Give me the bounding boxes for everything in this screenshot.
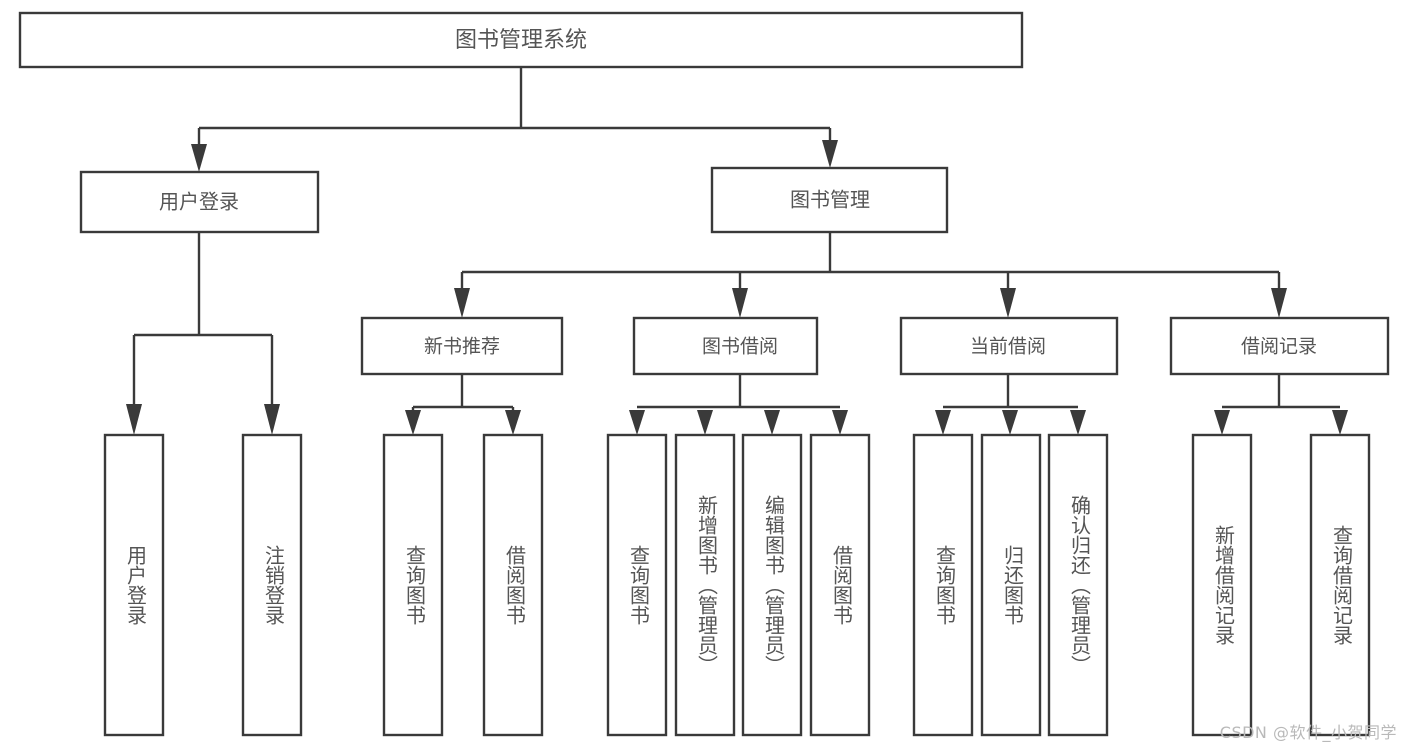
book-management-label: 图书管理 xyxy=(790,188,870,212)
leaf-box xyxy=(1191,433,1253,737)
arrow-user-login-leaf-1 xyxy=(126,404,142,435)
leaf-label: 借阅图书 xyxy=(830,545,854,625)
new-book-recommend-box xyxy=(360,316,564,376)
arrow-borrow-record-leaf-2 xyxy=(1332,410,1348,435)
borrow-record-box xyxy=(1169,316,1390,376)
leaf-label: 查询图书 xyxy=(933,545,957,625)
leaf-user-login-logout[interactable]: 注销登录 xyxy=(241,433,303,737)
arrow-book-manage-child-2 xyxy=(732,288,748,318)
root-box xyxy=(18,11,1024,69)
leaf-book-borrow-borrow[interactable]: 借阅图书 xyxy=(809,433,871,737)
leaf-label: 编辑图书（管理员） xyxy=(762,495,786,675)
arrow-user-login-leaf-2 xyxy=(264,404,280,435)
leaf-label: 新增图书（管理员） xyxy=(695,495,719,675)
leaf-label: 新增借阅记录 xyxy=(1212,525,1236,645)
user-login-label: 用户登录 xyxy=(159,190,239,214)
leaf-box xyxy=(809,433,871,737)
leaf-box xyxy=(1309,433,1371,737)
new-book-recommend-label: 新书推荐 xyxy=(424,336,500,358)
leaf-new-book-query[interactable]: 查询图书 xyxy=(382,433,444,737)
leaf-label: 用户登录 xyxy=(124,545,148,625)
node-borrow-record[interactable]: 借阅记录 xyxy=(1169,316,1390,376)
leaf-new-book-borrow[interactable]: 借阅图书 xyxy=(482,433,544,737)
leaf-box xyxy=(241,433,303,737)
node-current-borrow[interactable]: 当前借阅 xyxy=(899,316,1119,376)
leaf-box xyxy=(1047,433,1109,737)
arrow-root-to-book-manage xyxy=(822,140,838,168)
leaf-box xyxy=(741,433,803,737)
leaf-label: 注销登录 xyxy=(262,545,286,625)
leaf-current-borrow-query[interactable]: 查询图书 xyxy=(912,433,974,737)
node-book-management[interactable]: 图书管理 xyxy=(710,166,949,234)
book-management-box xyxy=(710,166,949,234)
arrow-book-borrow-leaf-2 xyxy=(697,410,713,435)
leaf-box xyxy=(912,433,974,737)
leaf-box xyxy=(980,433,1042,737)
leaf-box xyxy=(606,433,668,737)
leaf-box xyxy=(482,433,544,737)
connector-layer xyxy=(126,67,1348,435)
arrow-root-to-user-login xyxy=(191,144,207,172)
current-borrow-label: 当前借阅 xyxy=(970,336,1046,358)
leaf-current-borrow-return[interactable]: 归还图书 xyxy=(980,433,1042,737)
user-login-box xyxy=(79,170,320,234)
leaf-label: 查询图书 xyxy=(403,545,427,625)
root-label: 图书管理系统 xyxy=(455,28,587,53)
arrow-book-manage-child-1 xyxy=(454,288,470,318)
leaf-book-borrow-query[interactable]: 查询图书 xyxy=(606,433,668,737)
leaf-user-login-login[interactable]: 用户登录 xyxy=(103,433,165,737)
arrow-book-manage-child-4 xyxy=(1271,288,1287,318)
node-new-book-recommend[interactable]: 新书推荐 xyxy=(360,316,564,376)
leaf-label: 借阅图书 xyxy=(503,545,527,625)
leaf-box xyxy=(382,433,444,737)
leaf-label: 确认归还（管理员） xyxy=(1068,495,1092,675)
leaf-borrow-record-query[interactable]: 查询借阅记录 xyxy=(1309,433,1371,737)
node-root-system[interactable]: 图书管理系统 xyxy=(18,11,1024,69)
leaf-label: 查询图书 xyxy=(627,545,651,625)
leaf-book-borrow-add[interactable]: 新增图书（管理员） xyxy=(674,433,736,737)
arrow-book-borrow-leaf-4 xyxy=(832,410,848,435)
arrow-new-book-leaf-2 xyxy=(505,410,521,435)
current-borrow-box xyxy=(899,316,1119,376)
book-borrow-box xyxy=(632,316,819,376)
arrow-current-borrow-leaf-1 xyxy=(935,410,951,435)
arrow-book-borrow-leaf-1 xyxy=(629,410,645,435)
leaf-box xyxy=(674,433,736,737)
leaf-current-borrow-confirm[interactable]: 确认归还（管理员） xyxy=(1047,433,1109,737)
arrow-book-borrow-leaf-3 xyxy=(764,410,780,435)
borrow-record-label: 借阅记录 xyxy=(1241,336,1317,358)
arrow-current-borrow-leaf-2 xyxy=(1002,410,1018,435)
book-borrow-label: 图书借阅 xyxy=(702,336,778,358)
leaf-book-borrow-edit[interactable]: 编辑图书（管理员） xyxy=(741,433,803,737)
node-book-borrow[interactable]: 图书借阅 xyxy=(632,316,819,376)
arrow-current-borrow-leaf-3 xyxy=(1070,410,1086,435)
node-user-login[interactable]: 用户登录 xyxy=(79,170,320,234)
leaf-label: 归还图书 xyxy=(1001,545,1025,625)
arrow-book-manage-child-3 xyxy=(1000,288,1016,318)
leaf-borrow-record-add[interactable]: 新增借阅记录 xyxy=(1191,433,1253,737)
leaf-label: 查询借阅记录 xyxy=(1330,525,1354,645)
arrow-new-book-leaf-1 xyxy=(405,410,421,435)
leaf-box xyxy=(103,433,165,737)
arrow-borrow-record-leaf-1 xyxy=(1214,410,1230,435)
